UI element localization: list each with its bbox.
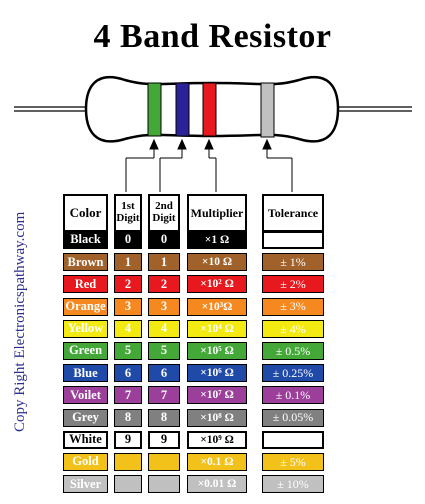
tolerance-cell: ± 4% xyxy=(262,319,324,338)
multiplier-cell: ×1 Ω xyxy=(187,231,247,249)
pointer-first-digit xyxy=(125,138,159,192)
tolerance-cell: ± 10% xyxy=(262,475,324,494)
second-digit-cell: 4 xyxy=(148,319,180,338)
first-digit-cell xyxy=(114,475,142,494)
second-digit-cell: 0 xyxy=(148,231,180,249)
second-digit-cell: 8 xyxy=(148,408,180,427)
multiplier-cell: ×0.1 Ω xyxy=(187,453,247,471)
second-digit-cell: 2 xyxy=(148,275,180,294)
first-digit-cell: 2 xyxy=(114,275,142,294)
header-first-digit: 1st Digit xyxy=(114,194,142,232)
color-name-cell: Silver xyxy=(63,475,108,494)
copyright-text: Copy Right Electronicspathway.com xyxy=(12,211,28,432)
multiplier-cell: ×10⁶ Ω xyxy=(187,364,247,383)
tolerance-cell: ± 2% xyxy=(262,275,324,294)
second-digit-cell: 1 xyxy=(148,253,180,272)
first-digit-cell: 9 xyxy=(114,430,142,449)
second-digit-cell: 9 xyxy=(148,430,180,449)
tolerance-cell: ± 0.05% xyxy=(262,408,324,427)
second-digit-cell: 3 xyxy=(148,297,180,316)
color-name-cell: Grey xyxy=(63,408,108,427)
first-digit-cell: 6 xyxy=(114,364,142,383)
tolerance-cell: ± 0.25% xyxy=(262,364,324,383)
multiplier-cell: ×0.01 Ω xyxy=(187,475,247,494)
pointer-second-digit xyxy=(159,138,187,192)
multiplier-cell: ×10³Ω xyxy=(187,297,247,316)
tolerance-cell xyxy=(262,430,324,449)
color-name-cell: Voilet xyxy=(63,386,108,405)
color-name-cell: Orange xyxy=(63,297,108,316)
second-digit-cell: 6 xyxy=(148,364,180,383)
color-name-cell: Blue xyxy=(63,364,108,383)
header-second-digit: 2nd Digit xyxy=(148,194,180,232)
multiplier-cell: ×10 Ω xyxy=(187,253,247,272)
multiplier-cell: ×10⁷ Ω xyxy=(187,386,247,405)
first-digit-cell: 3 xyxy=(114,297,142,316)
tolerance-cell: ± 1% xyxy=(262,253,324,272)
tolerance-cell: ± 3% xyxy=(262,297,324,316)
tolerance-cell: ± 0.1% xyxy=(262,386,324,405)
second-digit-cell: 7 xyxy=(148,386,180,405)
second-digit-cell xyxy=(148,475,180,494)
color-name-cell: White xyxy=(63,430,108,449)
first-digit-cell: 0 xyxy=(114,231,142,249)
color-name-cell: Gold xyxy=(63,453,108,471)
second-digit-cell xyxy=(148,453,180,471)
first-digit-cell: 4 xyxy=(114,319,142,338)
multiplier-cell: ×10⁸ Ω xyxy=(187,408,247,427)
band-tolerance xyxy=(260,82,275,138)
band-multiplier xyxy=(202,82,217,137)
color-name-cell: Yellow xyxy=(63,319,108,338)
pointer-tolerance xyxy=(262,138,293,192)
band-first-digit xyxy=(147,82,162,137)
first-digit-cell: 5 xyxy=(114,342,142,360)
multiplier-cell: ×10² Ω xyxy=(187,275,247,294)
color-name-cell: Brown xyxy=(63,253,108,272)
pointer-multiplier xyxy=(204,138,217,192)
tolerance-cell xyxy=(262,231,324,249)
header-tolerance: Tolerance xyxy=(262,194,324,232)
first-digit-cell: 1 xyxy=(114,253,142,272)
resistor-diagram xyxy=(14,75,412,192)
band-second-digit xyxy=(175,82,190,137)
color-name-cell: Red xyxy=(63,275,108,294)
color-name-cell: Black xyxy=(63,231,108,249)
first-digit-cell: 7 xyxy=(114,386,142,405)
multiplier-cell: ×10⁵ Ω xyxy=(187,342,247,360)
page-title: 4 Band Resistor xyxy=(93,18,332,55)
color-name-cell: Green xyxy=(63,342,108,360)
first-digit-cell: 8 xyxy=(114,408,142,427)
multiplier-cell: ×10⁹ Ω xyxy=(187,430,247,449)
header-multiplier: Multiplier xyxy=(187,194,247,232)
first-digit-cell xyxy=(114,453,142,471)
tolerance-cell: ± 5% xyxy=(262,453,324,471)
second-digit-cell: 5 xyxy=(148,342,180,360)
multiplier-cell: ×10⁴ Ω xyxy=(187,319,247,338)
header-color: Color xyxy=(63,194,108,232)
tolerance-cell: ± 0.5% xyxy=(262,342,324,360)
